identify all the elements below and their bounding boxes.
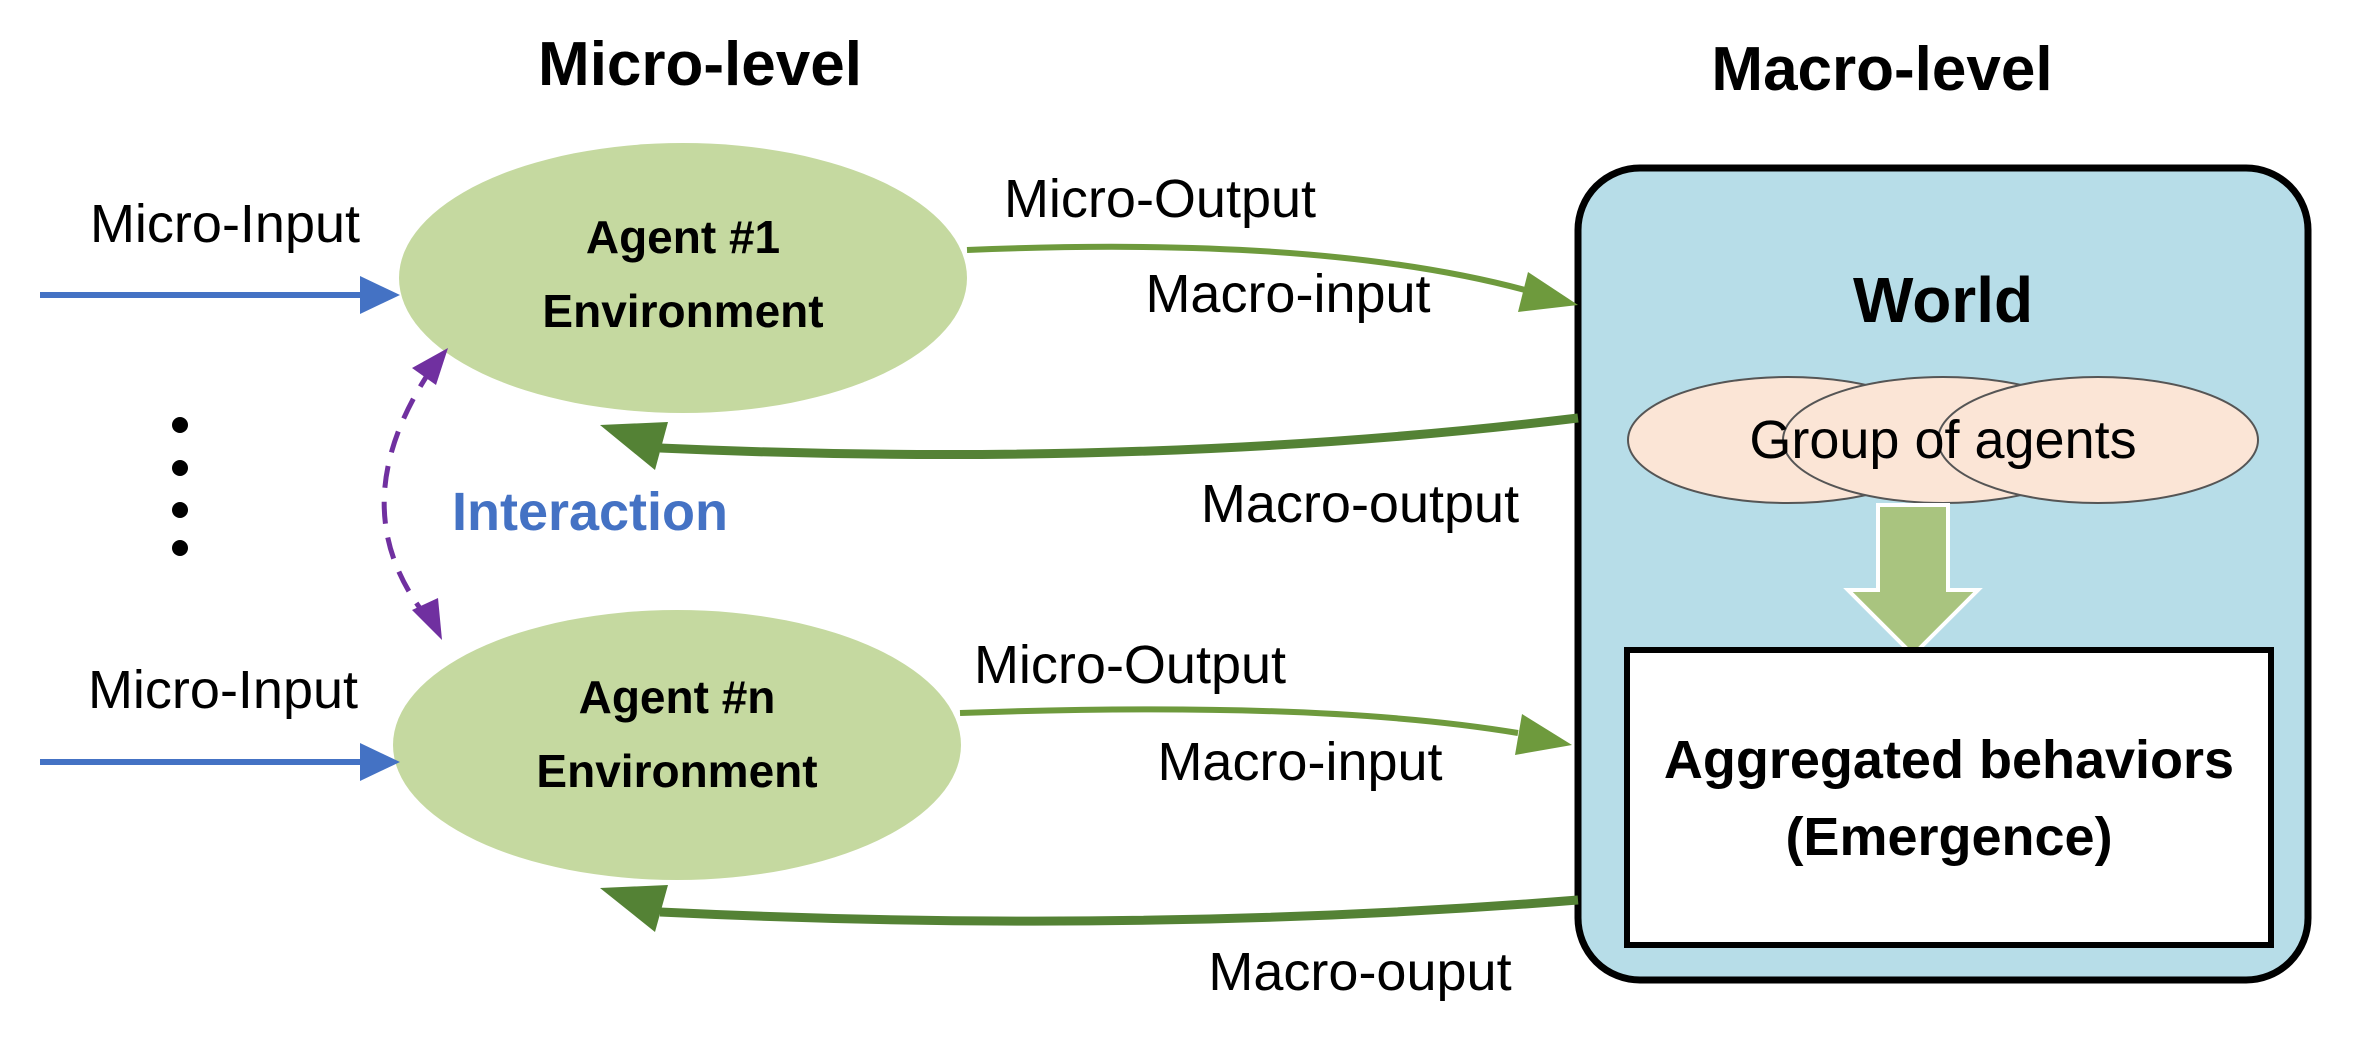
micro-input-label-bottom: Micro-Input [88, 660, 358, 720]
macro-input-label-bottom: Macro-input [1157, 732, 1442, 792]
micro-input-arrow-top [40, 276, 400, 314]
agent-n-label: Agent #n [579, 671, 776, 723]
macro-output-label-bottom: Macro-ouput [1208, 942, 1511, 1002]
world-title: World [1853, 264, 2033, 336]
agent-n-node: Agent #n Environment [393, 610, 961, 880]
micro-input-arrow-bottom [40, 743, 400, 781]
group-of-agents-label: Group of agents [1749, 410, 2136, 470]
aggregated-behaviors-label: Aggregated behaviors [1664, 730, 2234, 790]
micro-level-heading: Micro-level [538, 30, 862, 99]
group-of-agents: Group of agents [1627, 376, 2259, 504]
agent-1-environment-label: Environment [542, 285, 823, 337]
macro-output-arrow-top [600, 413, 1579, 470]
agent-1-node: Agent #1 Environment [399, 143, 967, 413]
interaction-label: Interaction [452, 482, 728, 542]
emergence-label: (Emergence) [1785, 807, 2112, 867]
micro-output-arrow-top [966, 243, 1578, 312]
emergence-arrow [1843, 503, 1983, 658]
micro-output-label-bottom: Micro-Output [974, 635, 1286, 695]
micro-output-arrow-bottom [959, 706, 1572, 755]
macro-input-label-top: Macro-input [1145, 264, 1430, 324]
micro-input-label-top: Micro-Input [90, 194, 360, 254]
agent-1-label: Agent #1 [586, 211, 780, 263]
micro-output-label-top: Micro-Output [1004, 169, 1316, 229]
agent-n-environment-label: Environment [536, 745, 817, 797]
macro-output-arrow-bottom [600, 885, 1579, 932]
more-agents-ellipsis [172, 417, 188, 556]
aggregated-behaviors-box [1624, 647, 2274, 948]
macro-level-heading: Macro-level [1711, 35, 2052, 104]
macro-output-label-top: Macro-output [1201, 474, 1519, 534]
interaction-arrow [381, 348, 448, 640]
